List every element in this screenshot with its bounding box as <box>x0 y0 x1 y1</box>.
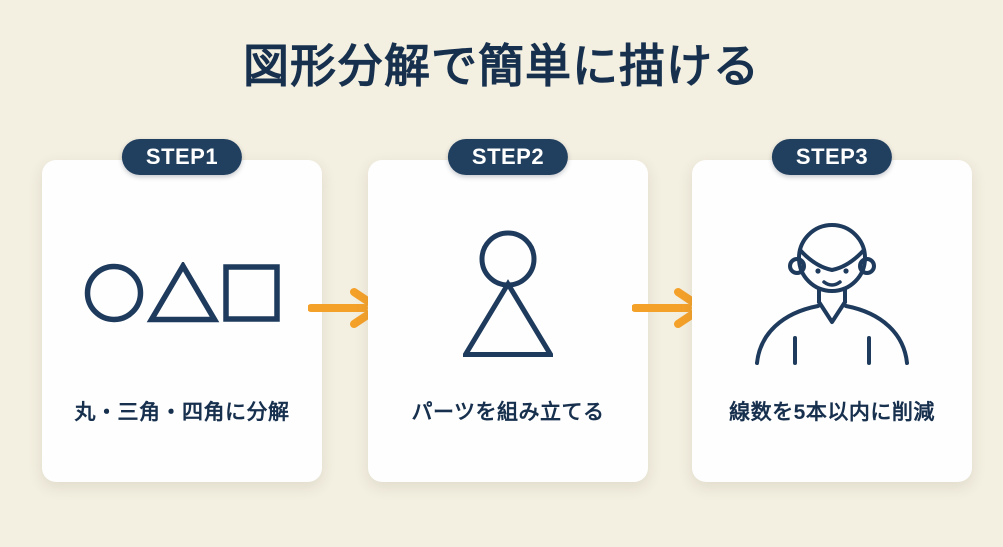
step3-card: STEP3 <box>692 139 972 482</box>
person-face-icon <box>752 210 912 368</box>
step2-badge: STEP2 <box>447 139 569 175</box>
step1-badge: STEP1 <box>121 139 243 175</box>
circle-triangle-square-icon <box>84 262 280 324</box>
step2-card: STEP2 パーツを組み立てる <box>368 139 648 482</box>
step1-card: STEP1 丸・三角・四角に分解 <box>42 139 322 482</box>
assembled-figure-icon <box>463 230 553 358</box>
step3-badge: STEP3 <box>771 139 893 175</box>
step2-caption: パーツを組み立てる <box>411 401 605 424</box>
step3-caption: 線数を5本以内に削減 <box>729 401 935 424</box>
page-title: 図形分解で簡単に描ける <box>243 40 760 92</box>
step1-caption: 丸・三角・四角に分解 <box>74 401 290 424</box>
